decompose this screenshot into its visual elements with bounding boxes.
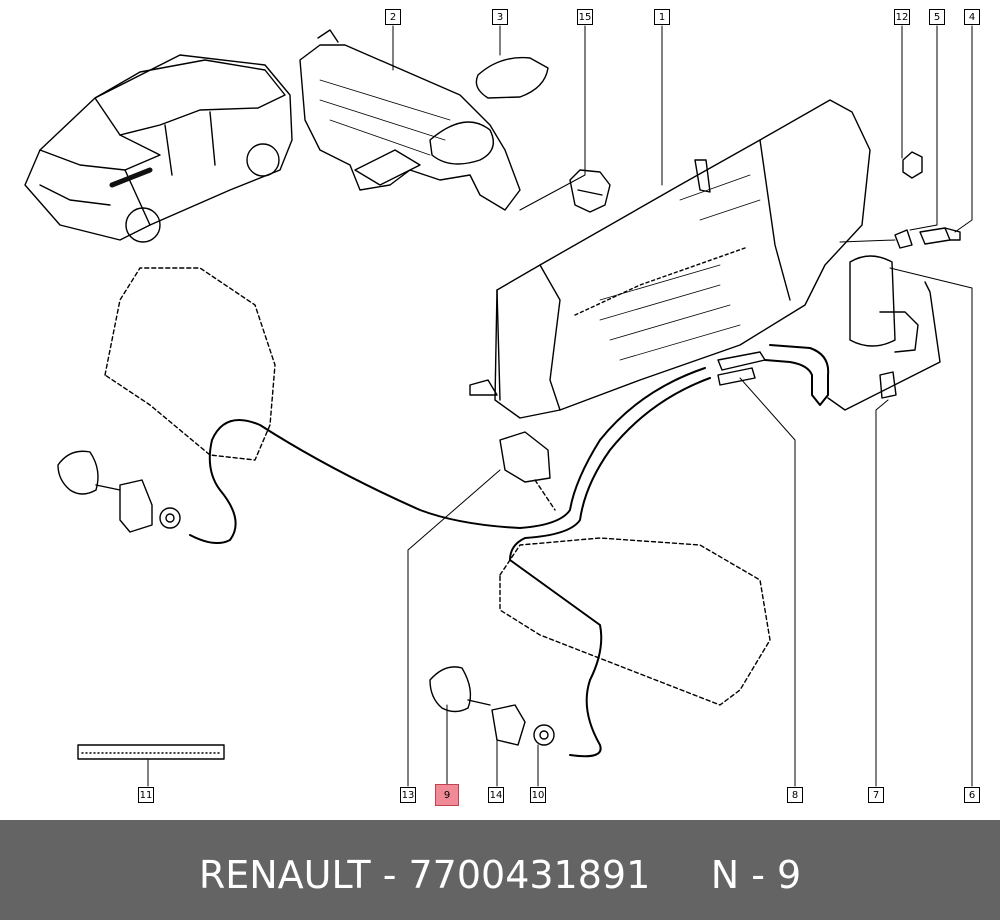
hose-bracket: [499, 431, 556, 511]
footer-caption: RENAULT - 7700431891 N - 9: [0, 853, 1000, 897]
callout-10: 10: [530, 787, 546, 803]
washer-pump: [827, 255, 941, 411]
callout-15: 15: [577, 9, 593, 25]
washer-reservoir: [469, 99, 871, 419]
callout-12: 12: [894, 9, 910, 25]
filler-neck: [299, 29, 521, 211]
small-fasteners: [894, 151, 961, 249]
seal-strip: [77, 744, 225, 760]
callout-2: 2: [385, 9, 401, 25]
callout-6: 6: [964, 787, 980, 803]
callout-13: 13: [400, 787, 416, 803]
callout-11: 11: [138, 787, 154, 803]
right-washer-jet: [429, 666, 555, 746]
callout-1: 1: [654, 9, 670, 25]
vehicle-thumbnail: [24, 54, 293, 243]
separator: -: [370, 853, 409, 897]
leader-lines: [147, 25, 973, 787]
callout-9-highlighted[interactable]: 9: [435, 784, 459, 806]
position-label: N - 9: [710, 853, 802, 897]
callout-5: 5: [929, 9, 945, 25]
washer-hose: [189, 344, 830, 758]
right-headlamp: [499, 537, 771, 706]
callout-4: 4: [964, 9, 980, 25]
left-washer-jet: [57, 450, 181, 533]
callout-8: 8: [787, 787, 803, 803]
callout-7: 7: [868, 787, 884, 803]
callout-14: 14: [488, 787, 504, 803]
callout-3: 3: [492, 9, 508, 25]
footer-bar: [0, 820, 1000, 920]
hose-connectors: [717, 351, 766, 386]
grommet: [569, 169, 611, 213]
left-headlamp: [104, 267, 276, 461]
part-number: 7700431891: [408, 853, 651, 897]
brand-name: RENAULT: [198, 853, 371, 897]
filler-cap: [475, 56, 549, 99]
